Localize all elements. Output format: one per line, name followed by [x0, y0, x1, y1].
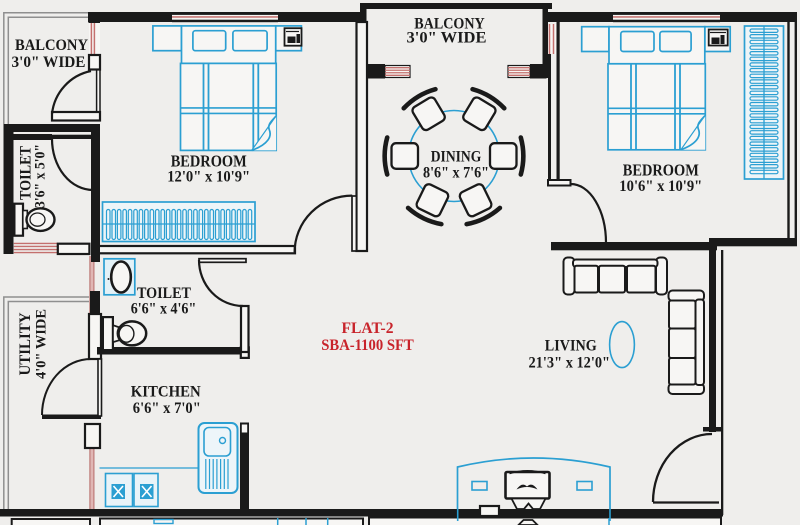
- svg-text:6'6" x 7'0": 6'6" x 7'0": [133, 400, 201, 417]
- svg-text:BALCONY: BALCONY: [15, 37, 88, 54]
- svg-text:LIVING: LIVING: [545, 338, 597, 355]
- svg-text:BEDROOM: BEDROOM: [171, 152, 247, 171]
- svg-text:3'0" WIDE: 3'0" WIDE: [407, 30, 487, 47]
- svg-text:FLAT-2: FLAT-2: [342, 320, 394, 337]
- svg-text:BEDROOM: BEDROOM: [623, 161, 699, 180]
- svg-text:KITCHEN: KITCHEN: [131, 384, 201, 401]
- svg-text:SBA-1100 SFT: SBA-1100 SFT: [321, 337, 414, 354]
- svg-text:21'3" x 12'0": 21'3" x 12'0": [529, 355, 611, 372]
- svg-text:BALCONY: BALCONY: [414, 16, 485, 33]
- svg-text:UTILITY: UTILITY: [17, 313, 34, 376]
- svg-text:TOILET: TOILET: [18, 145, 35, 200]
- svg-text:6'6" x 4'6": 6'6" x 4'6": [131, 301, 197, 318]
- svg-text:4'0" WIDE: 4'0" WIDE: [34, 309, 50, 379]
- svg-text:12'0" x 10'9": 12'0" x 10'9": [167, 169, 250, 186]
- svg-text:3'6" x 5'0": 3'6" x 5'0": [33, 144, 49, 208]
- svg-text:10'6" x 10'9": 10'6" x 10'9": [619, 178, 702, 195]
- svg-text:3'0" WIDE: 3'0" WIDE: [12, 54, 86, 71]
- svg-text:DINING: DINING: [431, 149, 482, 166]
- svg-text:TOILET: TOILET: [137, 285, 192, 302]
- svg-text:8'6" x 7'6": 8'6" x 7'6": [423, 165, 489, 182]
